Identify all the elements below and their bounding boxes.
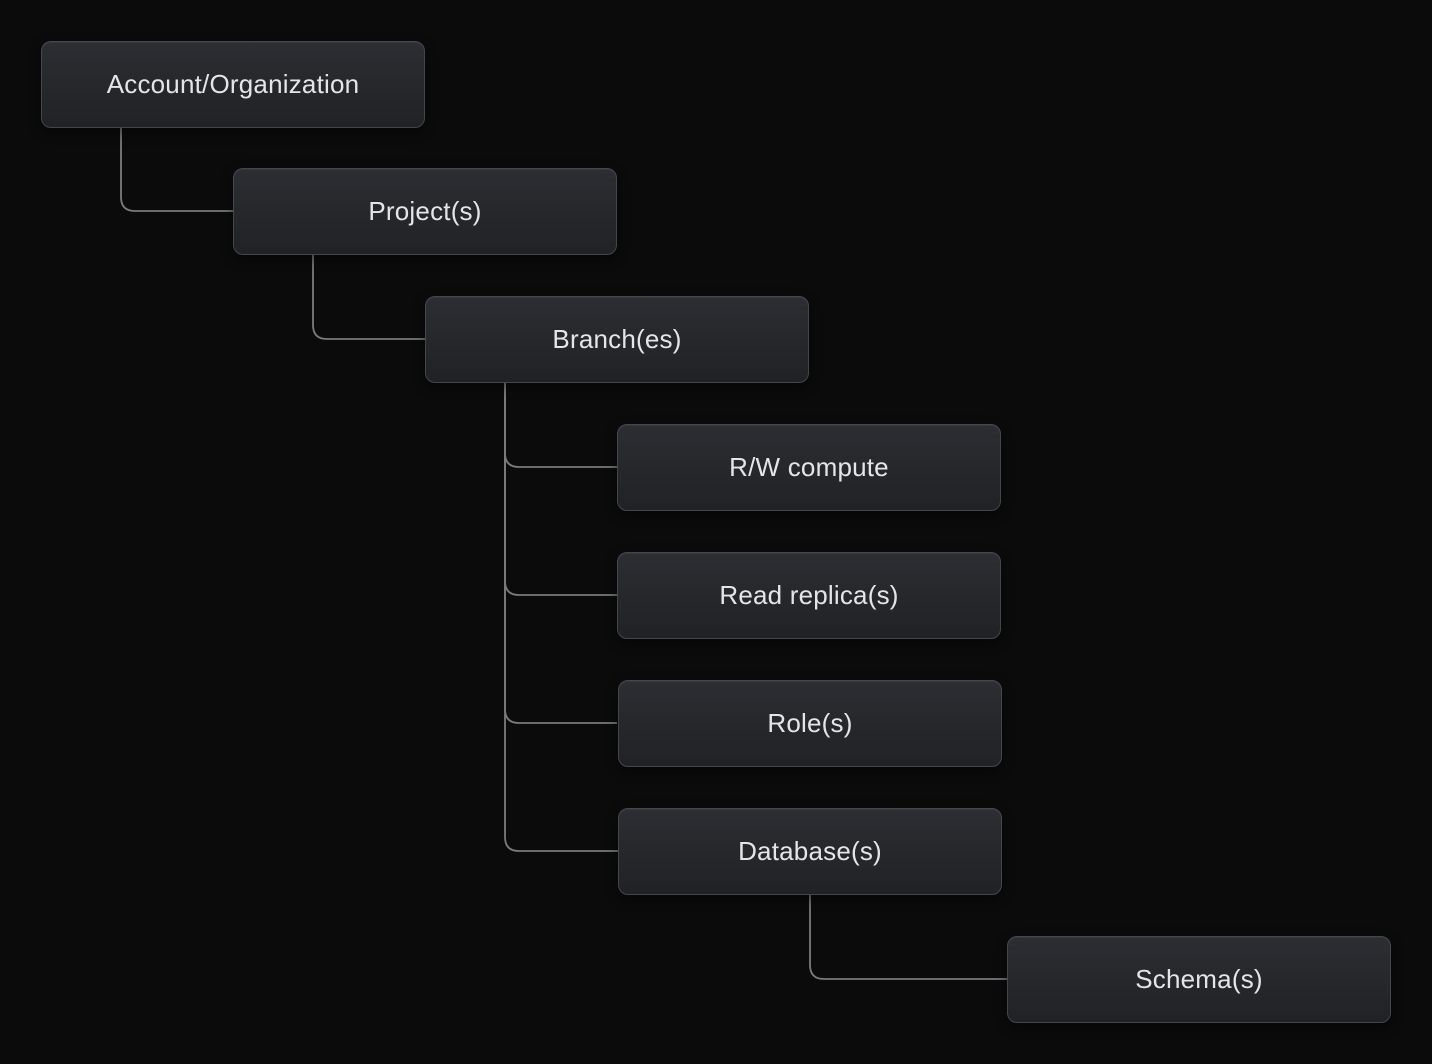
- connector-branch-read-replica: [504, 383, 617, 596]
- connector-project-branch: [312, 255, 425, 340]
- connector-account-project: [120, 127, 233, 212]
- connector-branch-database: [504, 383, 618, 852]
- node-read-replicas: Read replica(s): [617, 552, 1001, 639]
- connector-database-schema: [809, 894, 1007, 980]
- node-read-replicas-label: Read replica(s): [719, 580, 899, 610]
- node-branches-label: Branch(es): [552, 324, 682, 354]
- node-account-organization-label: Account/Organization: [106, 69, 360, 99]
- node-databases-label: Database(s): [738, 836, 882, 866]
- node-rw-compute-label: R/W compute: [729, 452, 889, 482]
- node-schemas-label: Schema(s): [1135, 964, 1263, 994]
- node-account-organization: Account/Organization: [41, 41, 425, 128]
- node-projects: Project(s): [233, 168, 617, 255]
- node-rw-compute: R/W compute: [617, 424, 1001, 511]
- connector-branch-role: [504, 383, 617, 724]
- node-branches: Branch(es): [425, 296, 809, 383]
- connector-branch-rw-compute: [504, 383, 617, 468]
- node-databases: Database(s): [618, 808, 1002, 895]
- node-schemas: Schema(s): [1007, 936, 1391, 1023]
- node-roles-label: Role(s): [767, 708, 853, 738]
- node-roles: Role(s): [618, 680, 1002, 767]
- node-projects-label: Project(s): [368, 196, 482, 226]
